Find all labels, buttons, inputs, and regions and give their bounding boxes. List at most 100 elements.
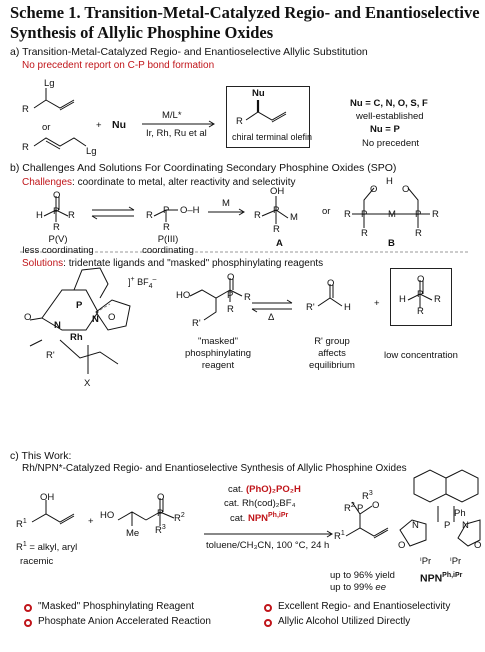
delta-label: Δ [268,312,275,323]
b-r2: R [432,209,439,220]
rgroup-label: R' group [314,336,350,347]
pv-label: P(V) [48,234,68,245]
ligand-p: P [444,520,451,531]
plus-a: + [96,120,102,131]
ligand-oxazoline-left [399,519,427,547]
conditions-line: toluene/CH₃CN, 100 °C, 24 h [206,540,330,551]
cat3-red: NPN [247,513,269,525]
pv-p: P [53,206,60,217]
b-h: H [386,176,393,187]
pv-h: H [36,210,43,221]
nu-p-label: Nu = P [370,124,400,135]
ee-line: up to 99% ee [330,582,386,593]
no-precedent-label: No precedent [362,138,420,149]
prod-o: O [372,500,380,511]
arrow-a-bottom-label: Ir, Rh, Ru et al [146,128,207,139]
linear-allyl-bonds [33,137,87,150]
equilibrium-heads-2 [251,299,293,313]
spo-box [390,268,452,326]
complex-n1: N [92,314,99,325]
ring-dash [99,303,111,311]
prod-r3: R3 [362,490,373,503]
r-label-top: R [22,104,29,115]
complex-n2: N [54,320,61,331]
product-r-label: R [236,116,243,127]
bullet-icon [24,604,32,612]
equilibrium-arrows [92,209,134,217]
ligand-oxazoline-right [457,519,481,547]
spo-p: P [417,289,424,300]
complex-rprime: R' [46,350,55,361]
a-r2: R [273,224,280,235]
section-a-note: No precedent report on C-P bond formatio… [22,60,215,71]
ligand-ipr-left: ⁱPr [420,556,432,567]
pv-r2: R [53,222,60,233]
bf4-label: BF [137,277,149,287]
challenges-label: Challenges [22,177,73,188]
cat3-line: cat. NPNPh,iPr [230,512,288,524]
section-a-heading: a) Transition-Metal-Catalyzed Regio- and… [10,46,368,58]
complex-x: X [84,378,91,389]
ligand-o-right: O [474,540,482,551]
ee-prefix: up to 99% [330,582,376,593]
aldehyde-bonds [317,284,343,307]
ligand-ipr-right: ⁱPr [450,556,462,567]
bullet-icon [264,604,272,612]
allylic-alcohol-bonds [31,500,75,525]
yield-line: up to 96% yield [330,570,395,581]
section-b-heading: b) Challenges And Solutions For Coordina… [10,162,397,174]
product-box-caption: chiral terminal olefin [232,132,313,142]
spo-bonds [407,280,433,308]
b-r3: R [361,228,368,239]
b-o2: O [402,184,410,195]
compound-a-bonds [261,196,289,224]
cat1-red: (PhO)₂PO₂H [245,484,301,495]
rgroup-desc2: equilibrium [309,360,355,371]
product-bonds [245,111,287,123]
c-ho: HO [100,510,115,521]
ligand-o-left: O [398,540,406,551]
aldehyde-rprime: R' [306,302,315,313]
challenges-line: Challenges: coordinate to metal, alter r… [22,177,295,188]
b-o1: O [370,184,378,195]
spo-o: O [417,274,425,285]
b-p1: P [361,209,368,220]
racemic-label: racemic [20,556,54,567]
ligand-aryl-left [413,469,447,503]
ligand-n-right: N [462,520,469,531]
equilibrium-arrows-2 [252,302,292,310]
nu-list: Nu = C, N, O, S, F [350,98,428,109]
r-label-bottom: R [22,142,29,153]
spo-r1: R [434,294,441,305]
masked-o: O [227,272,235,283]
plus-b: + [374,298,380,309]
c-reagent-o: O [157,492,165,503]
cat3-sup: Ph,iPr [268,512,289,519]
equilibrium-heads [91,206,135,220]
ligand-n-left: N [412,520,419,531]
arrow-c-head [326,530,333,538]
pv-desc: less coordinating [22,245,94,256]
bullet-icon [264,619,272,627]
lg-label-top: Lg [44,78,55,89]
c-me: Me [126,528,140,539]
piii-r1: R [146,210,153,221]
r1-def-text: = alkyl, aryl [29,542,78,554]
arrow-m-head [238,208,245,216]
compound-b-label: B [388,238,395,249]
complex-p: P [76,300,83,311]
c-r1: R1 [16,518,27,531]
solutions-label: Solutions [22,258,64,269]
or-label-b: or [322,206,331,217]
aldehyde-o: O [327,278,335,289]
compound-b-bonds [352,187,430,228]
a-m: M [290,212,298,223]
ee-italic: ee [375,582,386,593]
b-m: M [388,209,396,220]
ligand-p-bonds [437,506,455,522]
b-r4: R [415,228,422,239]
piii-bonds [153,209,178,222]
plus-c: + [88,516,94,527]
pv-o: O [53,190,61,201]
